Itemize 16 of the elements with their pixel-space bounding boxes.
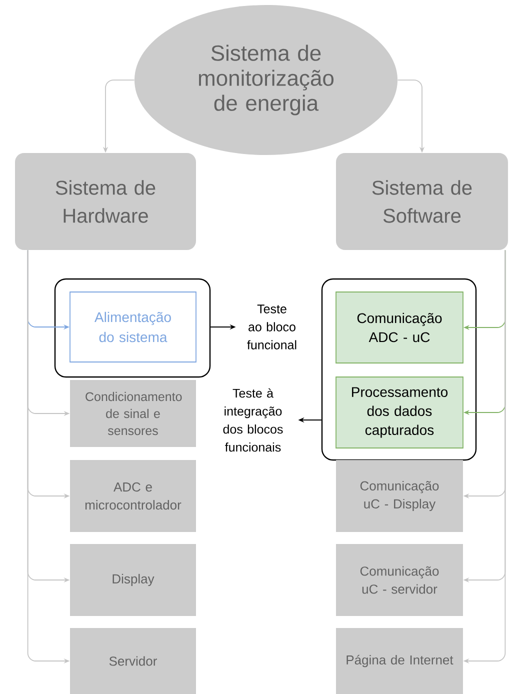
block-box: Condicionamento de sinal e sensores [70, 380, 196, 447]
block-box: Display [70, 544, 196, 616]
category-box: Sistema de Hardware [15, 153, 196, 250]
block-box: Processamento dos dados capturados [336, 376, 464, 448]
block-box: ADC e microcontrolador [70, 460, 196, 532]
group-frame [54, 278, 211, 378]
block-box: Comunicação uC - Display [336, 460, 463, 532]
block-box: Servidor [70, 628, 196, 694]
category-box: Sistema de Software [336, 153, 508, 250]
group-frame [321, 278, 477, 461]
annotation-text: Teste ao bloco funcional [247, 304, 296, 350]
block-box: Comunicação uC - servidor [336, 544, 463, 616]
block-box: Alimentação do sistema [70, 292, 196, 362]
block-box: Comunicação ADC - uC [336, 292, 464, 364]
annotation-text: Teste à integração dos blocos funcionais [223, 388, 283, 452]
block-box: Página de Internet [336, 628, 463, 694]
